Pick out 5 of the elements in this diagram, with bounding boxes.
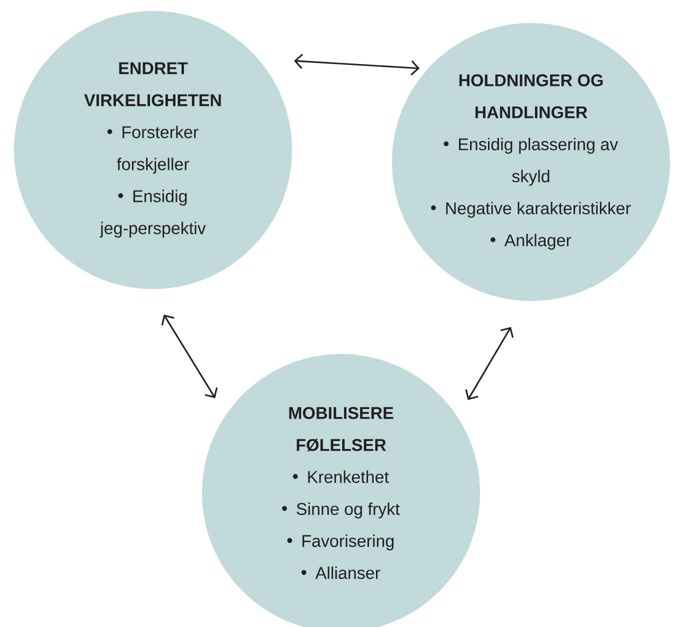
double-arrow (465, 326, 514, 400)
double-arrow (161, 314, 218, 398)
circle-node: ENDRET VIRKELIGHETEN Forsterker forskjeller Ensidig jeg-perspektiv (14, 11, 292, 289)
circle-node: HOLDNINGER OG HANDLINGER Ensidig plassering av skyld Negative karakteristikker Anklager (392, 23, 670, 301)
double-arrow (294, 54, 420, 76)
